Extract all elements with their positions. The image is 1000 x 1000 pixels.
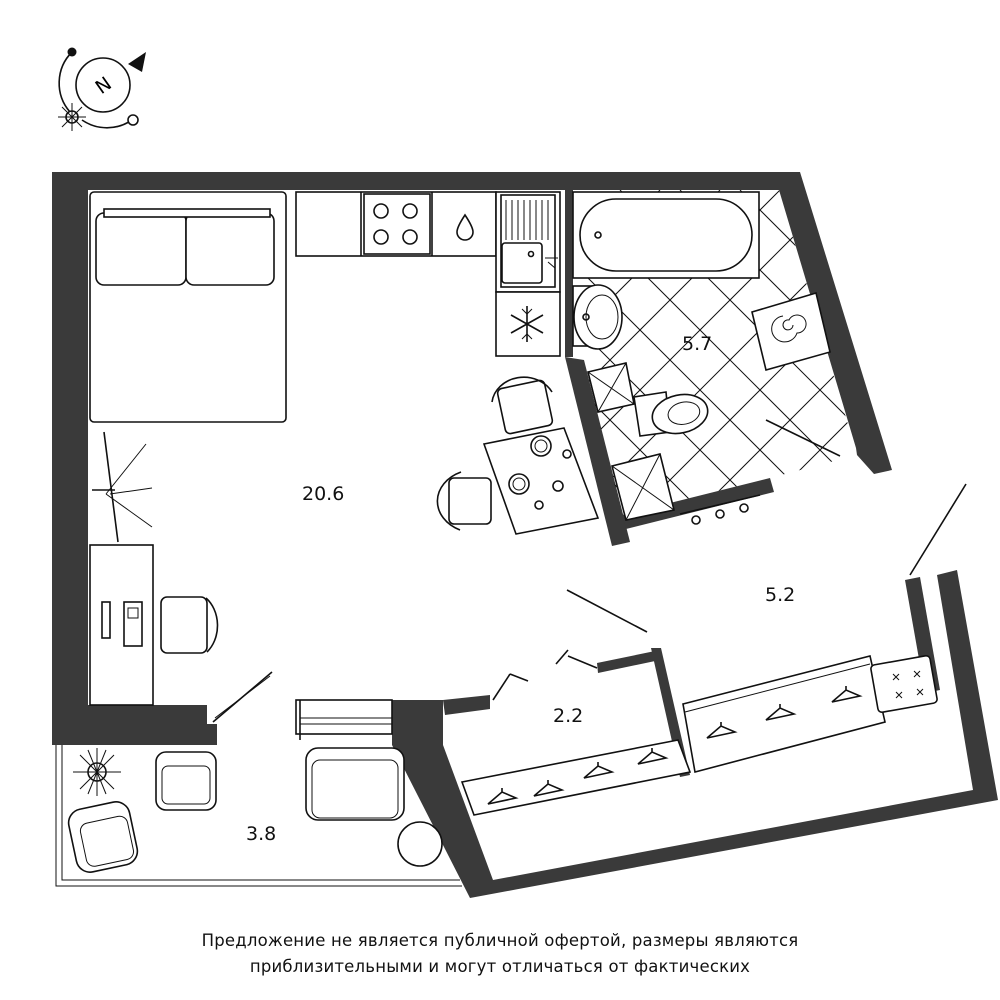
sofa-icon — [305, 747, 405, 821]
compass-icon: N — [58, 47, 146, 131]
balcony — [55, 745, 462, 887]
living-area — [89, 191, 600, 740]
armchair-icon — [155, 751, 217, 811]
bathroom-door — [765, 419, 841, 457]
compass-letter: N — [91, 73, 115, 99]
disclaimer-line-2: приблизительными и могут отличаться от ф… — [249, 957, 751, 976]
bathroom-wall — [565, 190, 573, 357]
radiator-icon — [679, 494, 761, 525]
armchair-icon — [67, 801, 139, 873]
wardrobe-door — [909, 483, 967, 576]
bathroom-lower-wall — [565, 357, 630, 546]
hanger-icon — [487, 788, 519, 805]
room-area-storage: 2.2 — [553, 705, 583, 727]
plant-icon — [73, 748, 121, 796]
hanger-icon — [583, 762, 615, 779]
top-right-wall — [565, 172, 892, 474]
toilet-icon — [633, 391, 709, 437]
room-area-wardrobe: 5.2 — [765, 584, 795, 606]
tv-icon — [92, 431, 153, 543]
snowflake-icon — [510, 306, 544, 342]
stove-icon — [363, 193, 431, 255]
chair-icon — [491, 376, 554, 435]
chair-icon — [436, 471, 492, 531]
storage-room — [460, 589, 692, 816]
disclaimer: Предложение не является публичной оферто… — [0, 928, 1000, 980]
room-area-balcony: 3.8 — [246, 823, 276, 845]
sink-icon — [500, 194, 558, 288]
wardrobe-room — [682, 483, 967, 773]
hanger-icon — [765, 704, 797, 721]
storage-shelf — [460, 739, 692, 816]
room-area-living: 20.6 — [302, 483, 344, 505]
bed-icon — [89, 191, 287, 423]
water-drop-icon — [456, 213, 474, 241]
chair-icon — [160, 596, 219, 654]
wardrobe-shelf — [682, 655, 886, 773]
storage-partition-top — [597, 650, 660, 673]
desk — [89, 544, 154, 706]
storage-door — [492, 589, 648, 701]
room-area-bathroom: 5.7 — [682, 333, 712, 355]
hanger-icon — [831, 686, 863, 703]
bathroom — [572, 190, 857, 525]
round-table-icon — [397, 821, 443, 867]
wall-stub-left — [392, 700, 443, 745]
balcony-door — [212, 671, 393, 740]
bathroom-bottom-wall — [622, 478, 774, 529]
hob-icon — [870, 654, 938, 714]
disclaimer-line-1: Предложение не является публичной оферто… — [201, 931, 799, 950]
outer-bottom-wall — [392, 570, 998, 898]
dining-table — [482, 427, 600, 535]
hanger-icon — [706, 722, 738, 739]
storage-top-wall — [443, 695, 490, 715]
washbasin-icon — [572, 284, 623, 350]
bathtub-icon — [572, 191, 760, 279]
washing-machine-icon — [751, 291, 831, 371]
hanger-icon — [637, 748, 669, 765]
hanger-icon — [533, 780, 565, 797]
shower-icon — [587, 362, 675, 521]
sun-icon — [58, 103, 86, 131]
